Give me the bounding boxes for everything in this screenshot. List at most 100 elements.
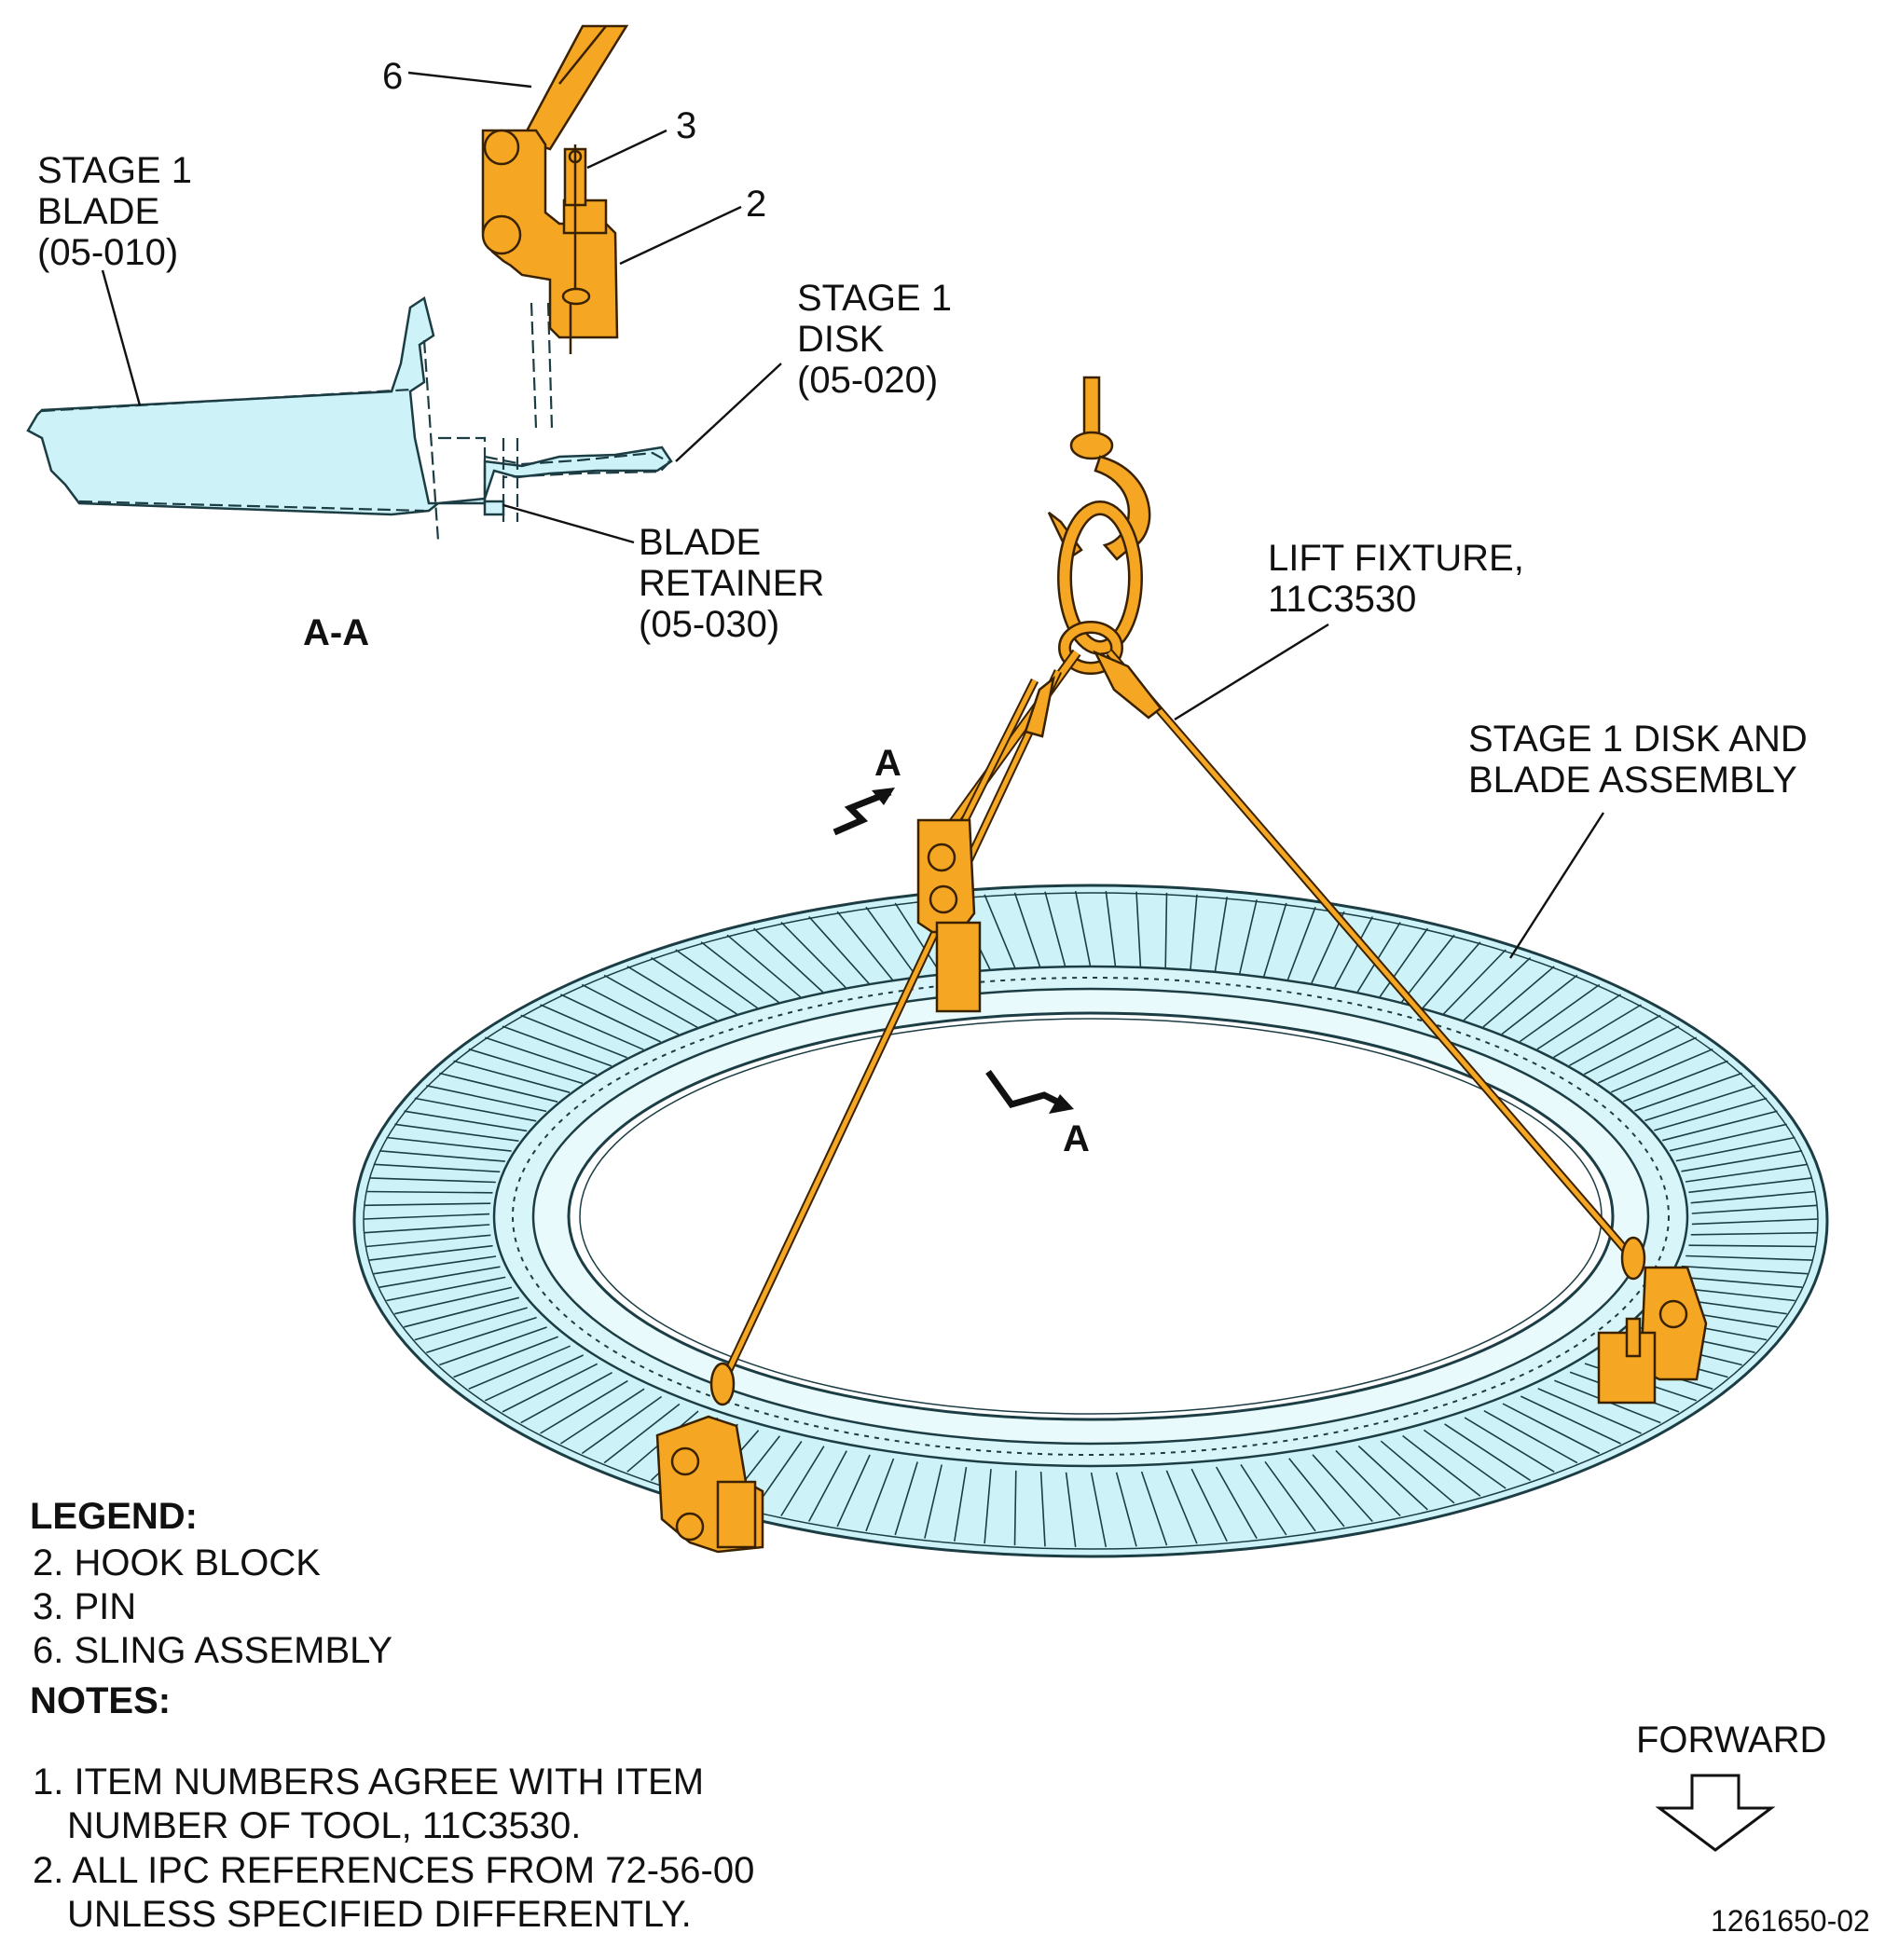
blade-line (394, 1123, 519, 1142)
blade-line (1164, 892, 1168, 968)
blade-line (603, 974, 698, 1028)
blade-line (650, 956, 737, 1015)
blade-line (1422, 941, 1481, 1008)
leader-lift-fixture (1174, 623, 1329, 721)
note-line: NUMBER OF TOOL, 11C3530. (67, 1805, 581, 1846)
blade-line (581, 1395, 663, 1455)
leader-retainer (502, 503, 635, 544)
blade-line (453, 1060, 571, 1093)
blade-line (373, 1163, 501, 1173)
blade-line (1165, 1470, 1198, 1544)
blade-line (378, 1150, 505, 1162)
disk-label-line2: DISK (797, 319, 885, 360)
blade-line (439, 1072, 558, 1103)
blade-line (364, 1202, 491, 1207)
section-title: A-A (303, 612, 369, 653)
blade-line (502, 1363, 599, 1413)
blade-line (1623, 1060, 1728, 1103)
figure-number: 1261650-02 (1711, 1904, 1870, 1938)
blade-line (1676, 1276, 1803, 1288)
blade-line (1039, 1472, 1046, 1547)
hook-block-rear (916, 818, 982, 1013)
blade-line (700, 941, 779, 1004)
blade-line (603, 1403, 681, 1464)
assembly-label-line1: STAGE 1 DISK AND (1468, 719, 1808, 760)
legend-item: 2. HOOK BLOCK (33, 1542, 321, 1583)
section-marker-lower: A (985, 1069, 1090, 1159)
leader-item-2 (619, 205, 742, 266)
blade-line (1115, 1472, 1137, 1547)
notes-title: NOTES: (30, 1680, 171, 1721)
blade-line (540, 1004, 644, 1050)
blade-line (1335, 1449, 1401, 1517)
callout-item-2: 2 (746, 184, 766, 225)
note-line: UNLESS SPECIFIED DIFFERENTLY. (67, 1894, 692, 1935)
blade-line (1263, 902, 1287, 977)
blade-line (1553, 1004, 1642, 1059)
blade-line (1583, 1025, 1680, 1076)
blade-label-line2: BLADE (37, 191, 159, 232)
blade-line (404, 1110, 528, 1132)
blade-line (1483, 1410, 1578, 1464)
blade-line (1688, 1177, 1812, 1194)
blade-line (414, 1307, 528, 1341)
blade-line (1400, 934, 1455, 1003)
blade-line (894, 902, 942, 975)
blade-line (378, 1266, 501, 1288)
blade-line (520, 1371, 612, 1424)
blade-line (836, 1454, 871, 1528)
blade-line (1501, 974, 1578, 1035)
blade-line (1239, 899, 1258, 974)
blade-line (1482, 966, 1555, 1028)
blade-line (365, 1190, 493, 1194)
blade-line (1634, 1072, 1742, 1112)
blade-line (1463, 957, 1532, 1021)
section-aa-detail: 6 3 2 STAGE 1 BLADE (05-010) STAGE 1 DIS… (26, 24, 952, 653)
legend: LEGEND: 2. HOOK BLOCK 3. PIN 6. SLING AS… (30, 1496, 392, 1671)
master-link (1059, 502, 1141, 653)
blade-line (1690, 1231, 1818, 1236)
blade-line (468, 1048, 584, 1085)
blade-line (369, 1244, 493, 1261)
section-letter-lower: A (1063, 1118, 1090, 1159)
blade-line (1464, 1417, 1555, 1473)
stage1-blade-shape (26, 295, 673, 516)
blade-line (364, 1224, 490, 1234)
hook-block-detail (481, 129, 619, 339)
blade-line (1690, 1190, 1816, 1204)
blade-line (394, 1286, 513, 1315)
assembly-label-line2: BLADE ASSEMBLY (1468, 760, 1797, 801)
blade-line (1691, 1218, 1819, 1226)
blade-retainer-shape (483, 500, 505, 516)
disk-label-line1: STAGE 1 (797, 278, 952, 319)
blade-line (1502, 1403, 1601, 1455)
blade-line (1286, 906, 1316, 980)
blade-line (559, 1388, 645, 1445)
blade-line (675, 949, 759, 1009)
retainer-label-line3: (05-030) (639, 604, 779, 645)
blade-line (984, 894, 1016, 968)
blade-line (726, 934, 802, 998)
blade-line (626, 966, 718, 1021)
blade-line (1090, 1472, 1108, 1548)
forward-arrow-icon (1655, 1774, 1776, 1852)
leader-disk (675, 363, 782, 462)
retainer-label-line1: BLADE (639, 522, 761, 563)
blade-line (1519, 983, 1601, 1043)
blade-line (1190, 894, 1198, 969)
section-marker-upper: A (832, 743, 901, 836)
blade-line (1537, 1388, 1642, 1434)
crane-hook (1094, 455, 1151, 561)
section-letter-upper: A (874, 743, 901, 784)
blade-line (1688, 1244, 1816, 1248)
forward-indicator: FORWARD (1636, 1720, 1826, 1852)
blade-line (540, 1379, 628, 1434)
disk-label-line3: (05-020) (797, 360, 938, 401)
legend-title: LEGEND: (30, 1496, 198, 1537)
blade-line (373, 1255, 497, 1275)
blade-line (1681, 1265, 1809, 1275)
blade-line (426, 1085, 547, 1113)
blade-line (502, 1025, 612, 1067)
blade-line (560, 994, 662, 1043)
blade-line (894, 1461, 918, 1536)
